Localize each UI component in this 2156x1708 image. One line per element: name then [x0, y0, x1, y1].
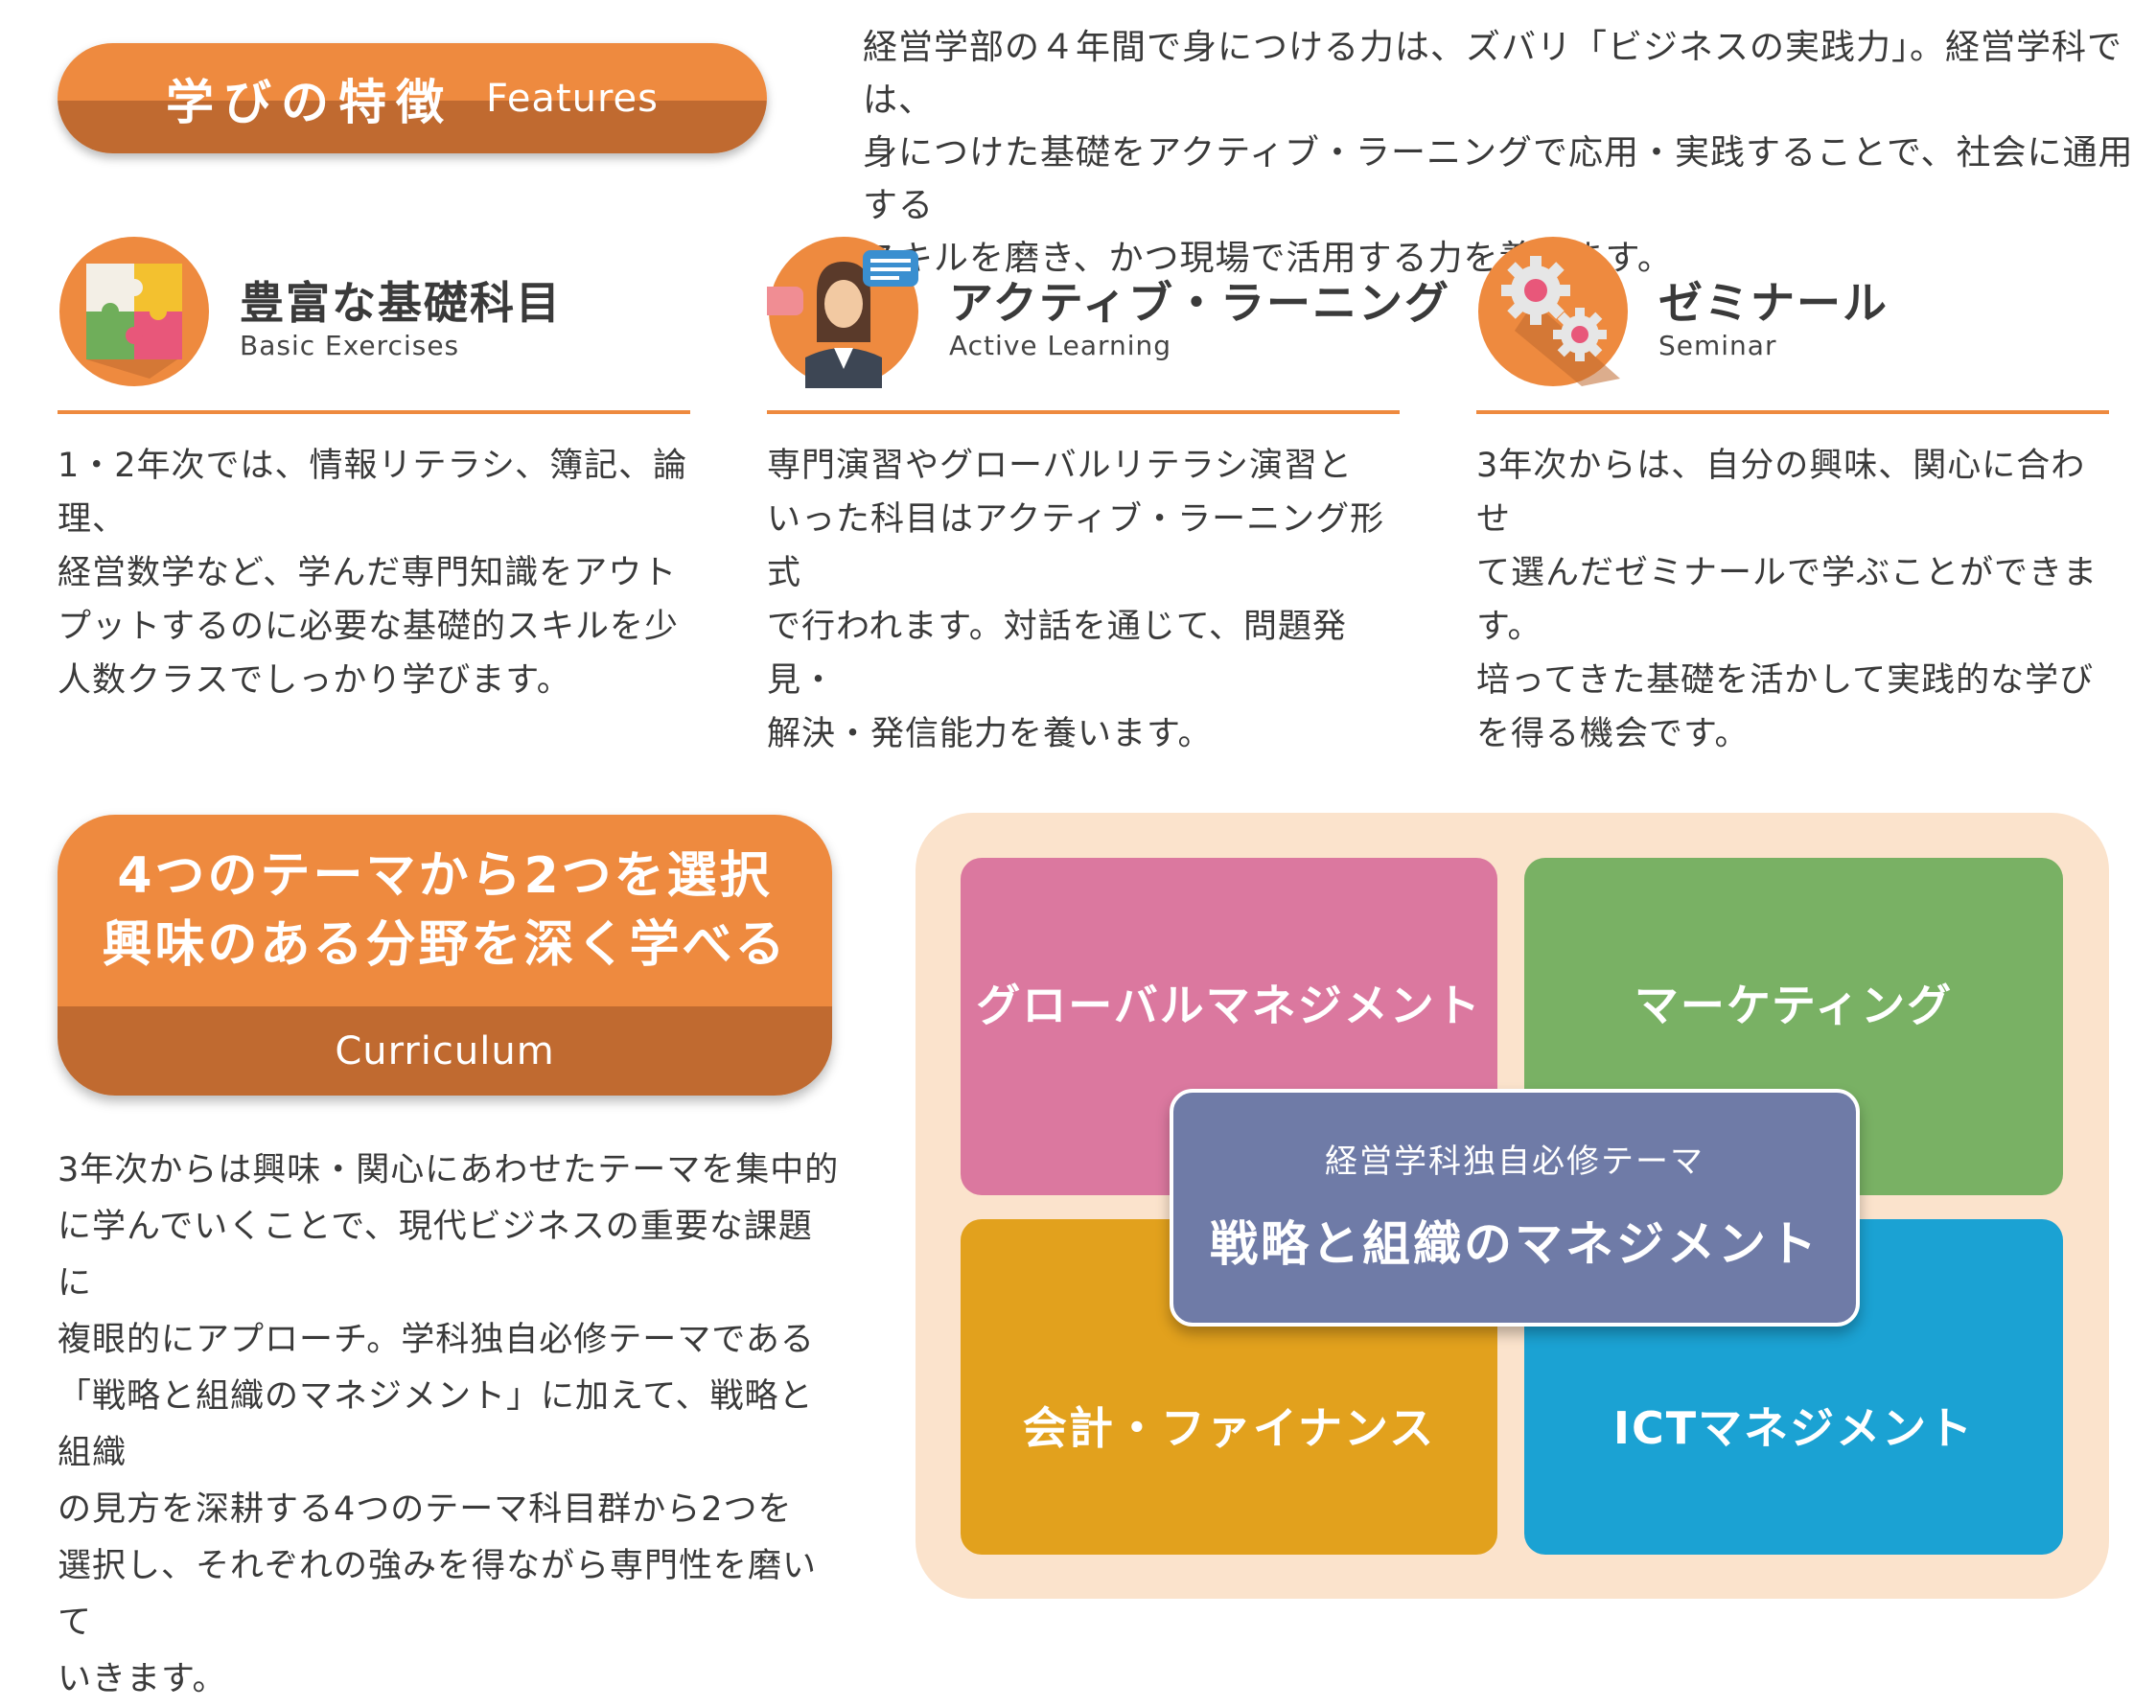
divider [767, 410, 1400, 414]
puzzle-icon [59, 237, 209, 386]
body-line: 経営数学など、学んだ専門知識をアウト [58, 554, 678, 592]
theme-marketing: マーケティング [1524, 858, 2063, 1195]
body-line: いった科目はアクティブ・ラーニング形式 [767, 500, 1385, 592]
theme-label: ICTマネジメント [1612, 1402, 1975, 1454]
body-line: て選んだゼミナールで学ぶことができます。 [1476, 554, 2098, 646]
feature-title: アクティブ・ラーニング [949, 277, 1450, 329]
speaker-with-speech-bubbles-icon [767, 237, 918, 388]
body-line: 3年次からは興味・関心にあわせたテーマを集中的 [58, 1151, 840, 1189]
core-theme-subtitle: 経営学科独自必修テーマ [1325, 1143, 1704, 1181]
body-line: の見方を深耕する4つのテーマ科目群から2つを [58, 1490, 793, 1529]
features-title-en: Features [486, 76, 659, 121]
body-line: で行われます。対話を通じて、問題発見・ [767, 608, 1348, 700]
body-line: 1・2年次では、情報リテラシ、簿記、論理、 [58, 447, 688, 539]
theme-label: 会計・ファイナンス [1022, 1402, 1436, 1454]
features-header: 学びの特徴 Features [58, 43, 767, 153]
theme-label: マーケティング [1634, 980, 1954, 1031]
features-title: 学びの特徴 [166, 74, 453, 130]
feature-subtitle: Seminar [1658, 330, 1777, 361]
divider [58, 410, 690, 414]
intro-paragraph: 経営学部の４年間で身につける力は、ズバリ「ビジネスの実践力」。経営学科では、 身… [863, 21, 2147, 285]
body-line: を得る機会です。 [1476, 715, 1750, 753]
feature-title: 豊富な基礎科目 [240, 277, 562, 329]
body-line: 解決・発信能力を養います。 [767, 715, 1213, 753]
feature-subtitle: Basic Exercises [240, 330, 460, 361]
feature-subtitle: Active Learning [949, 330, 1172, 361]
curriculum-label: Curriculum [58, 1006, 832, 1096]
body-line: いきます。 [58, 1660, 227, 1698]
divider [1476, 410, 2109, 414]
core-theme-box: 経営学科独自必修テーマ 戦略と組織のマネジメント [1170, 1089, 1860, 1327]
feature-body: 専門演習やグローバルリテラシ演習と いった科目はアクティブ・ラーニング形式 で行… [767, 439, 1400, 761]
core-theme-title: 戦略と組織のマネジメント [1210, 1216, 1820, 1272]
gears-icon [1478, 237, 1628, 386]
body-line: 培ってきた基礎を活かして実践的な学び [1476, 661, 2095, 700]
feature-body: 3年次からは、自分の興味、関心に合わせ て選んだゼミナールで学ぶことができます。… [1476, 439, 2109, 761]
headline-line: 興味のある分野を深く学べる [102, 916, 788, 974]
curriculum-headline: 4つのテーマから2つを選択 興味のある分野を深く学べる [58, 815, 832, 1006]
feature-title: ゼミナール [1658, 277, 1889, 329]
curriculum-body: 3年次からは興味・関心にあわせたテーマを集中的 に学んでいくことで、現代ビジネス… [58, 1143, 844, 1708]
body-line: 選択し、それぞれの強みを得ながら専門性を磨いて [58, 1547, 818, 1642]
feature-body: 1・2年次では、情報リテラシ、簿記、論理、 経営数学など、学んだ専門知識をアウト… [58, 439, 690, 707]
body-line: 複眼的にアプローチ。学科独自必修テーマである [58, 1321, 815, 1359]
body-line: 人数クラスでしっかり学びます。 [58, 661, 571, 700]
body-line: に学んでいくことで、現代ビジネスの重要な課題に [58, 1208, 813, 1303]
intro-line: 経営学部の４年間で身につける力は、ズバリ「ビジネスの実践力」。経営学科では、 [863, 28, 2123, 120]
body-line: 「戦略と組織のマネジメント」に加えて、戦略と組織 [58, 1377, 814, 1472]
body-line: プットするのに必要な基礎的スキルを少 [58, 608, 680, 646]
body-line: 3年次からは、自分の興味、関心に合わせ [1476, 447, 2086, 539]
headline-line: 4つのテーマから2つを選択 [117, 847, 773, 905]
theme-label: グローバルマネジメント [976, 980, 1482, 1031]
body-line: 専門演習やグローバルリテラシ演習と [767, 447, 1353, 485]
intro-line: 身につけた基礎をアクティブ・ラーニングで応用・実践することで、社会に通用する [863, 133, 2134, 225]
curriculum-badge: 4つのテーマから2つを選択 興味のある分野を深く学べる Curriculum [58, 815, 832, 1096]
